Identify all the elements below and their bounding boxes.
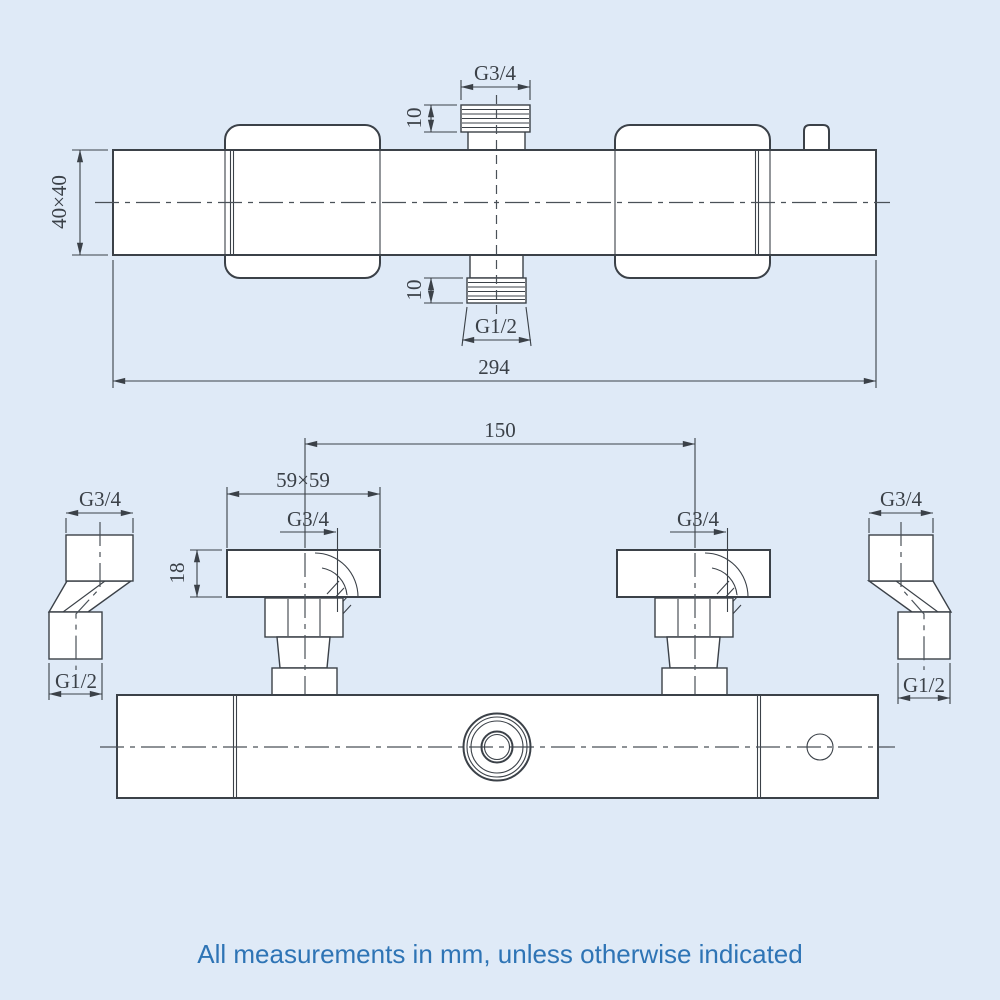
right-adapter-body bbox=[866, 580, 953, 613]
dim-right-adapter-top: G3/4 bbox=[868, 487, 934, 533]
top-thread-ridges bbox=[462, 108, 529, 129]
dim-bottom-thread-label: G1/2 bbox=[475, 314, 517, 338]
right-valve-taper bbox=[666, 636, 721, 669]
dim-top-thread-length-label: 10 bbox=[402, 108, 426, 129]
dim-bottom-thread-length-label: 10 bbox=[402, 280, 426, 301]
right-plate bbox=[616, 549, 771, 598]
dim-plate-thickness: 18 bbox=[165, 549, 222, 598]
front-view: 150 59×59 bbox=[47, 418, 953, 799]
dim-hole-centers-label: 150 bbox=[484, 418, 516, 442]
dim-bottom-thread: G1/2 bbox=[461, 306, 532, 347]
dim-right-adapter-bottom: G1/2 bbox=[897, 663, 951, 704]
right-adapter-centerline bbox=[900, 522, 925, 670]
dim-plate-thickness-label: 18 bbox=[165, 563, 189, 584]
left-hex-nut bbox=[264, 597, 344, 638]
right-hex-nut bbox=[654, 597, 734, 638]
dim-bar-profile-label: 40×40 bbox=[47, 175, 71, 229]
dim-bar-width-label: 294 bbox=[478, 355, 510, 379]
dim-right-valve-thread-label: G3/4 bbox=[677, 507, 720, 531]
left-adapter-centerline bbox=[75, 522, 101, 670]
knob bbox=[803, 124, 830, 151]
dim-left-valve-thread: G3/4 bbox=[280, 507, 339, 612]
dim-bottom-thread-length: 10 bbox=[402, 277, 463, 304]
dim-left-adapter-top-label: G3/4 bbox=[79, 487, 122, 511]
dim-right-adapter-top-label: G3/4 bbox=[880, 487, 923, 511]
dim-right-valve-thread: G3/4 bbox=[670, 507, 729, 612]
dim-plate-size: 59×59 bbox=[226, 468, 381, 548]
dim-left-valve-thread-label: G3/4 bbox=[287, 507, 330, 531]
top-view: G3/4 10 10 G1/2 40×40 bbox=[47, 61, 890, 388]
dim-top-thread: G3/4 bbox=[460, 61, 531, 100]
dim-bar-profile: 40×40 bbox=[47, 149, 108, 256]
end-button bbox=[806, 733, 834, 761]
center-control bbox=[462, 712, 532, 782]
left-thread-arc bbox=[314, 552, 359, 598]
left-valve-taper bbox=[276, 636, 331, 669]
measurement-note: All measurements in mm, unless otherwise… bbox=[197, 939, 802, 969]
dim-top-thread-length: 10 bbox=[402, 104, 457, 133]
left-thread-arc-inner bbox=[321, 567, 348, 596]
dim-left-adapter-bottom: G1/2 bbox=[48, 663, 103, 700]
dim-top-thread-label: G3/4 bbox=[474, 61, 517, 85]
right-thread-arc-inner bbox=[711, 567, 738, 596]
left-plate bbox=[226, 549, 381, 598]
left-adapter-body bbox=[47, 580, 134, 613]
dim-hole-centers: 150 bbox=[304, 418, 696, 548]
dim-right-adapter-bottom-label: G1/2 bbox=[903, 673, 945, 697]
dim-left-adapter-bottom-label: G1/2 bbox=[55, 669, 97, 693]
right-thread-arc bbox=[704, 552, 749, 598]
right-adapter: G3/4 G1/2 bbox=[866, 487, 953, 704]
dim-plate-size-label: 59×59 bbox=[276, 468, 330, 492]
left-adapter: G3/4 G1/2 bbox=[47, 487, 134, 700]
dim-bar-width: 294 bbox=[112, 260, 877, 388]
dim-left-adapter-top: G3/4 bbox=[65, 487, 134, 533]
